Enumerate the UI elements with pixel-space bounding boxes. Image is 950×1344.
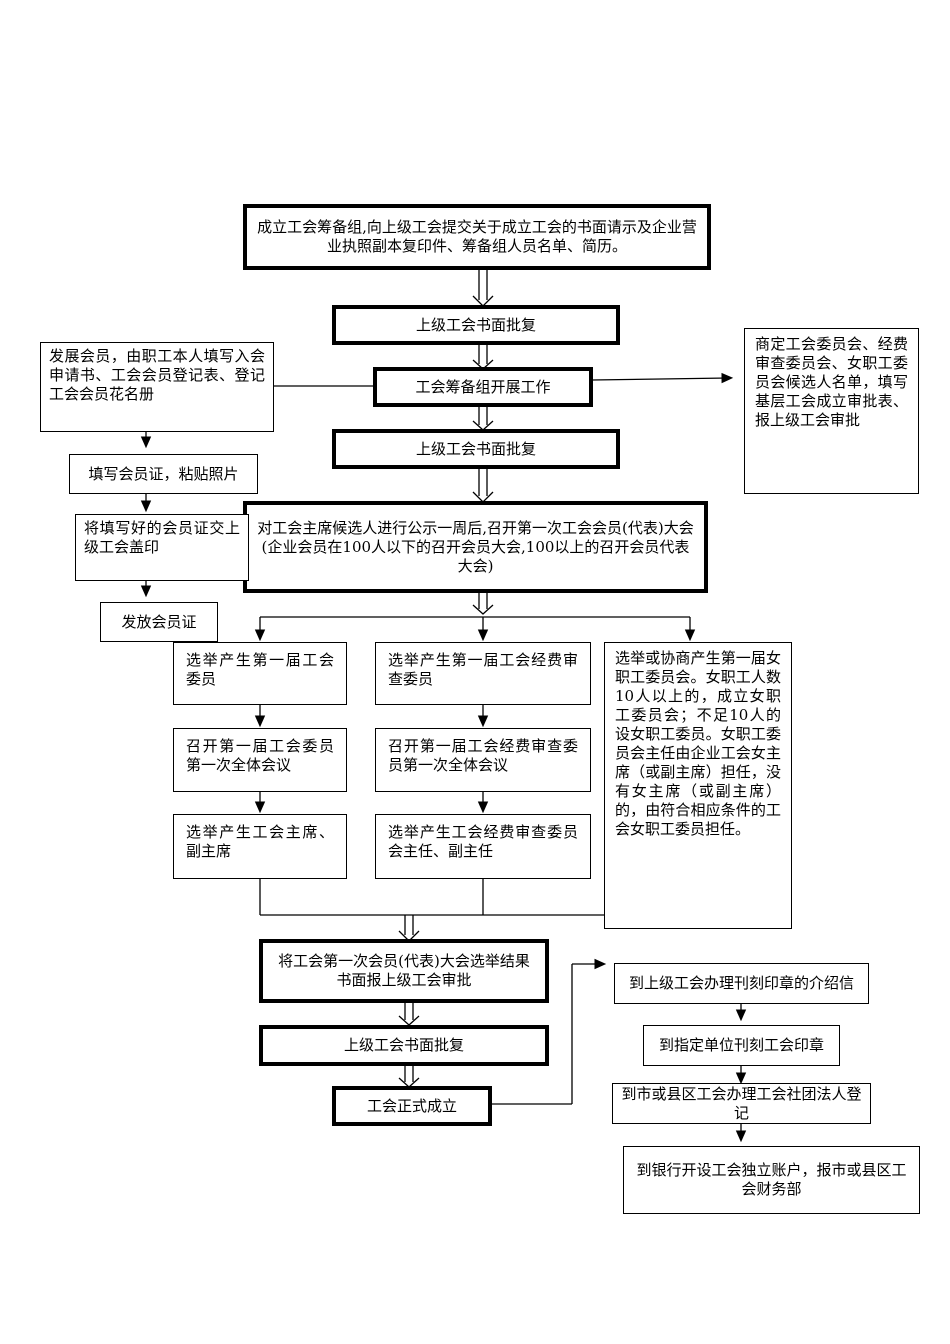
col2-elect-director: 选举产生工会经费审查委员会主任、副主任 xyxy=(375,814,591,879)
double-arrow-7 xyxy=(398,1002,420,1026)
step-superior-approval-2: 上级工会书面批复 xyxy=(332,429,620,469)
double-arrow-8 xyxy=(398,1066,420,1088)
step-first-member-congress: 对工会主席候选人进行公示一周后,召开第一次工会会员(代表)大会(企业会员在100… xyxy=(243,501,708,593)
after-step-carve-seal: 到指定单位刊刻工会印章 xyxy=(643,1025,840,1066)
col3-women-committee: 选举或协商产生第一届女职工委员会。女职工人数10人以上的，成立女职工委员会；不足… xyxy=(604,642,792,929)
col1-elect-chair: 选举产生工会主席、副主席 xyxy=(173,814,347,879)
double-arrow-4 xyxy=(472,468,494,503)
after-step-legal-registration: 到市或县区工会办理工会社团法人登记 xyxy=(612,1083,871,1124)
col1-first-plenary: 召开第一届工会委员第一次全体会议 xyxy=(173,728,347,792)
col2-elect-audit-committee: 选举产生第一届工会经费审查委员 xyxy=(375,642,591,705)
col2-first-plenary: 召开第一届工会经费审查委员第一次全体会议 xyxy=(375,728,591,792)
col1-elect-committee: 选举产生第一届工会委员 xyxy=(173,642,347,705)
double-arrow-5 xyxy=(472,592,494,615)
step-submit-election-results: 将工会第一次会员(代表)大会选举结果书面报上级工会审批 xyxy=(259,939,549,1003)
left-develop-members: 发展会员，由职工本人填写入会申请书、工会会员登记表、登记工会会员花名册 xyxy=(40,342,274,432)
step-union-established: 工会正式成立 xyxy=(332,1086,492,1126)
double-arrow-2 xyxy=(472,345,494,370)
step-preparatory-work: 工会筹备组开展工作 xyxy=(373,367,593,407)
step-superior-approval-1: 上级工会书面批复 xyxy=(332,305,620,345)
after-step-seal-letter: 到上级工会办理刊刻印章的介绍信 xyxy=(614,963,869,1004)
left-submit-card-for-stamp: 将填写好的会员证交上级工会盖印 xyxy=(75,514,249,581)
double-arrow-6 xyxy=(398,915,420,942)
left-issue-membership-card: 发放会员证 xyxy=(100,602,218,642)
step-form-preparatory-group: 成立工会筹备组,向上级工会提交关于成立工会的书面请示及企业营业执照副本复印件、筹… xyxy=(243,204,711,270)
after-step-bank-account: 到银行开设工会独立账户，报市或县区工会财务部 xyxy=(623,1146,920,1214)
right-candidate-note: 商定工会委员会、经费审查委员会、女职工委员会候选人名单，填写基层工会成立审批表、… xyxy=(744,328,919,494)
left-fill-membership-card: 填写会员证，粘贴照片 xyxy=(69,454,258,494)
double-arrow-3 xyxy=(472,407,494,431)
step-superior-approval-3: 上级工会书面批复 xyxy=(259,1025,549,1066)
double-arrow-1 xyxy=(472,269,494,307)
arrow-step3-to-right-note xyxy=(591,372,734,384)
